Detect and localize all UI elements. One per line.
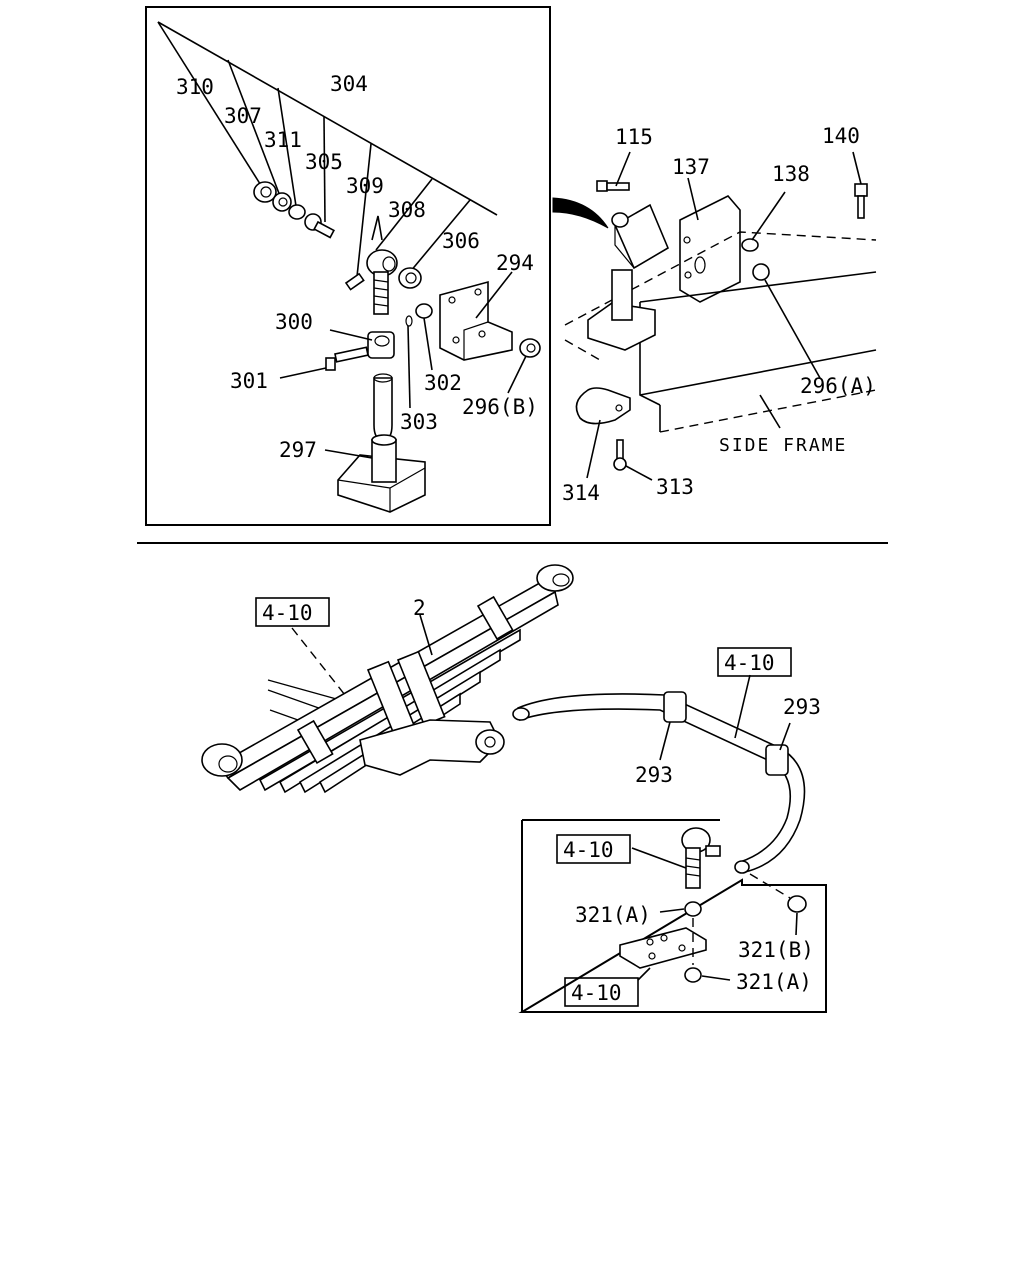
label-307: 307: [224, 104, 262, 128]
reference-boxes: 4-10 4-10 4-10 4-10: [255, 597, 792, 1007]
bushing-305: [304, 213, 335, 239]
ref-box-stabilizer: 4-10: [717, 647, 792, 677]
ref-box-plate: 4-10: [564, 977, 639, 1007]
stabilizer-link-end: [681, 827, 721, 889]
frame-bracket: [611, 203, 670, 270]
grease-nipple-309: [344, 272, 365, 291]
ref-link-text: 4-10: [563, 838, 614, 862]
label-309: 309: [346, 174, 384, 198]
label-301: 301: [230, 369, 268, 393]
label-138: 138: [772, 162, 810, 186]
label-296b: 296(B): [462, 395, 538, 419]
label-140: 140: [822, 124, 860, 148]
label-296a: 296(A): [800, 374, 876, 398]
nut-310: [253, 181, 277, 203]
label-305: 305: [305, 150, 343, 174]
ref-leaf-spring-text: 4-10: [262, 601, 313, 625]
label-304: 304: [330, 72, 368, 96]
clip-303: [405, 315, 413, 327]
pin-308: [371, 215, 383, 241]
nut-321b: [787, 895, 807, 913]
ref-stabilizer-text: 4-10: [724, 651, 775, 675]
direction-arrow: [552, 197, 609, 229]
ref-box-leaf-spring: 4-10: [255, 597, 330, 627]
spring-clip: [296, 719, 334, 765]
label-side-frame: SIDE FRAME: [719, 435, 847, 456]
mount-plate: [619, 927, 707, 969]
bolt-301: [325, 346, 369, 371]
part-labels: 310 307 311 304 305 309 308 306 294 300 …: [176, 72, 876, 994]
label-311: 311: [264, 128, 302, 152]
spring-eye-rear: [536, 564, 574, 592]
detail-box-link: [518, 819, 827, 1013]
leaf-spring-assembly: [201, 564, 574, 794]
nut-321a-bottom: [684, 967, 702, 983]
label-321a-top: 321(A): [575, 903, 651, 927]
label-321b: 321(B): [738, 938, 814, 962]
label-293-left: 293: [635, 763, 673, 787]
frame-assembly: [552, 151, 877, 481]
bracket-137: [679, 195, 741, 303]
washer-311: [288, 204, 306, 220]
label-294: 294: [496, 251, 534, 275]
mount-297: [337, 434, 426, 513]
nut-302: [415, 303, 433, 319]
label-310: 310: [176, 75, 214, 99]
detail-box-top-left: [145, 6, 551, 526]
bolt-140: [854, 183, 868, 219]
bar-bushing-293: [663, 691, 687, 723]
label-137: 137: [672, 155, 710, 179]
label-302: 302: [424, 371, 462, 395]
spring-clip: [476, 595, 514, 641]
nut-138: [741, 238, 759, 252]
sleeve-303: [373, 373, 393, 441]
label-293-right: 293: [783, 695, 821, 719]
label-300: 300: [275, 310, 313, 334]
label-303: 303: [400, 410, 438, 434]
label-314: 314: [562, 481, 600, 505]
label-308: 308: [388, 198, 426, 222]
bracket-294: [439, 280, 513, 361]
stabilizer-bar: [512, 674, 806, 874]
nut-296a: [752, 263, 770, 281]
clamp-300: [367, 331, 395, 359]
label-306: 306: [442, 229, 480, 253]
label-297: 297: [279, 438, 317, 462]
bolt-313: [613, 439, 627, 471]
frame-mount: [587, 269, 656, 351]
nut-296b: [519, 338, 541, 358]
link-end-eye: [366, 249, 398, 315]
rubber-bushing-306: [398, 267, 422, 289]
nut-321a-top: [684, 901, 702, 917]
clamp-314: [575, 387, 631, 425]
ref-plate-text: 4-10: [571, 981, 622, 1005]
bar-bushing-293: [765, 744, 789, 776]
axle-seat: [359, 719, 501, 776]
spring-eye-front: [201, 743, 243, 777]
ref-box-link: 4-10: [556, 834, 631, 864]
bolt-115: [596, 180, 630, 192]
label-321a-bottom: 321(A): [736, 970, 812, 994]
label-2: 2: [413, 596, 426, 620]
washer-307: [272, 192, 292, 212]
label-115: 115: [615, 125, 653, 149]
label-313: 313: [656, 475, 694, 499]
